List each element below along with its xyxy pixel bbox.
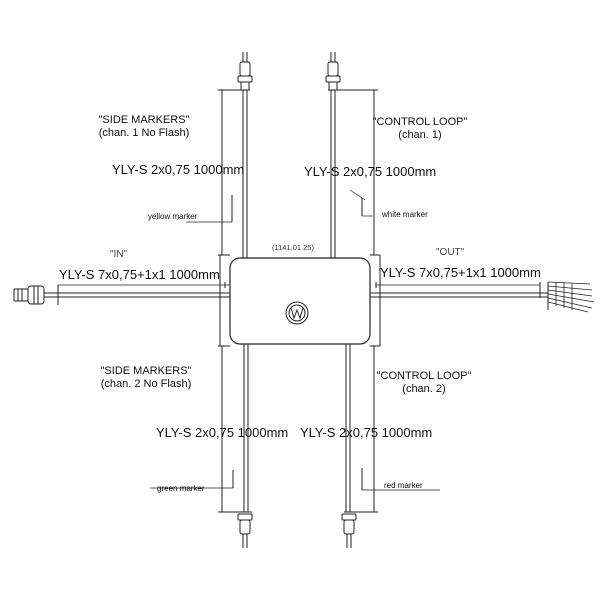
cable-bottom-left [150,344,253,548]
cable-bottom-right [341,344,440,548]
bottom-right-title-line1: "CONTROL LOOP" [376,370,472,382]
input-label: "IN" [110,249,128,260]
part-code: (1141.01.25) [272,243,314,252]
bottom-right-marker-label: red marker [384,481,423,490]
bottom-left-cable-spec: YLY-S 2x0,75 1000mm [156,425,289,440]
cable-top-left [186,52,253,258]
top-right-title: "CONTROL LOOP" (chan. 1) [372,116,468,141]
cable-output [370,281,595,313]
top-right-title-line2: (chan. 1) [398,128,442,141]
top-left-title-line1: "SIDE MARKERS" [98,114,190,126]
bottom-left-title: "SIDE MARKERS" (chan. 2 No Flash) [96,365,196,390]
top-left-title: "SIDE MARKERS" (chan. 1 No Flash) [96,114,192,139]
cable-top-right [325,52,378,258]
wk-logo-icon [285,301,309,325]
bottom-left-title-line1: "SIDE MARKERS" [100,365,192,377]
output-label: "OUT" [436,247,465,258]
output-cable-spec: YLY-S 7x0,75+1x1 1000mm [380,265,541,280]
bottom-right-title: "CONTROL LOOP" (chan. 2) [376,370,472,395]
top-left-marker-label: yellow marker [148,212,198,221]
bottom-left-marker-label: green marker [157,484,205,493]
top-left-title-line2: (chan. 1 No Flash) [98,126,190,139]
control-box [229,257,371,345]
top-left-cable-spec: YLY-S 2x0,75 1000mm [112,162,245,177]
top-right-cable-spec: YLY-S 2x0,75 1000mm [304,164,437,179]
input-cable-spec: YLY-S 7x0,75+1x1 1000mm [59,267,220,282]
top-right-marker-label: white marker [382,210,428,219]
top-right-title-line1: "CONTROL LOOP" [372,116,468,128]
bottom-left-title-line2: (chan. 2 No Flash) [100,377,192,390]
bottom-right-title-line2: (chan. 2) [402,382,446,395]
cable-input [13,282,230,305]
bottom-right-cable-spec: YLY-S 2x0,75 1000mm [300,425,433,440]
